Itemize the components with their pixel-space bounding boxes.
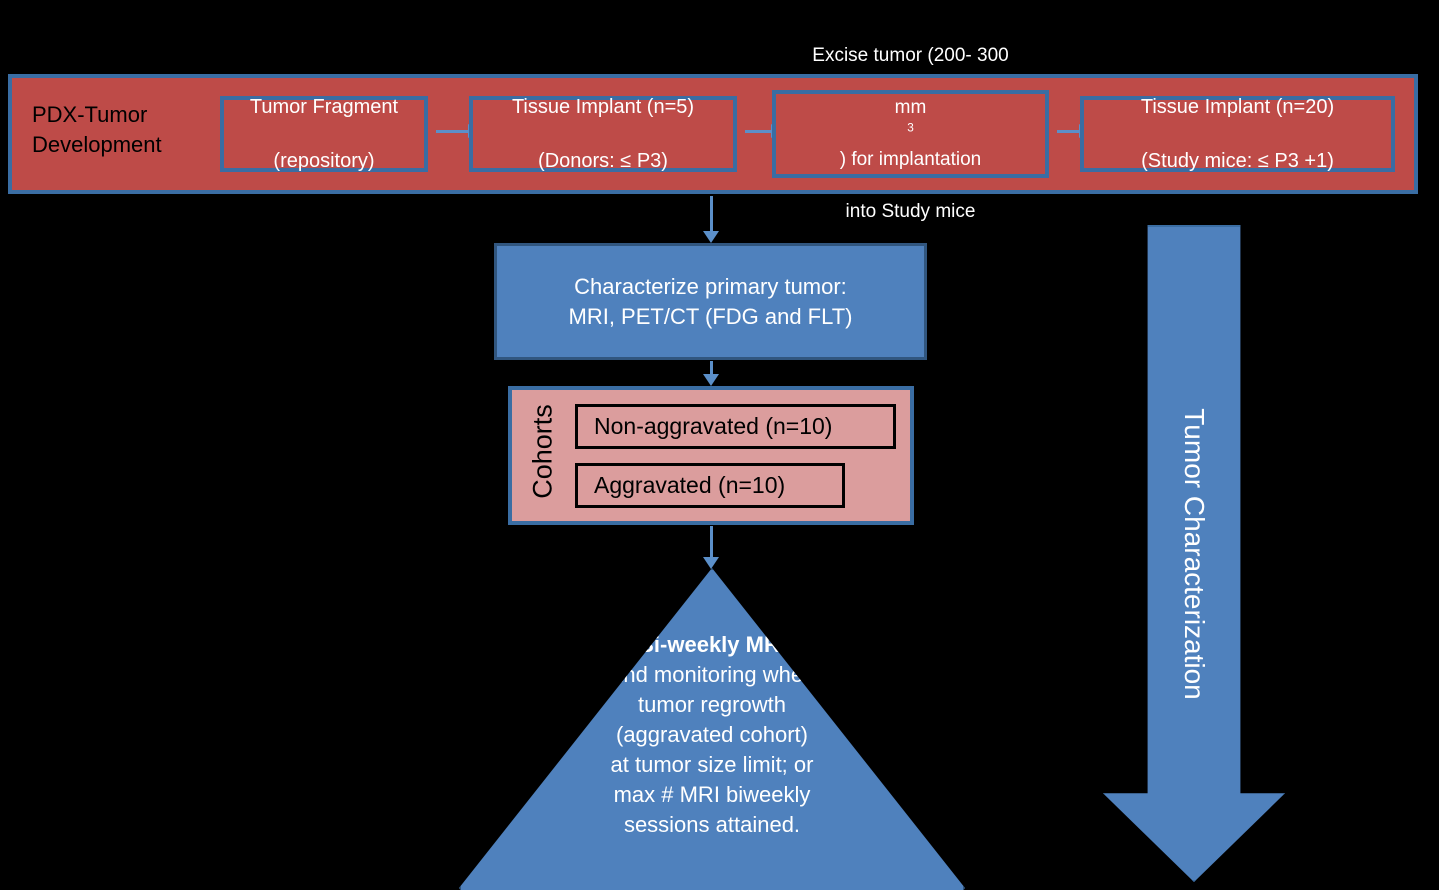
diamond-line-4: at tumor size limit; or [610, 752, 814, 777]
tumor-characterization-arrow: Tumor Characterization [1103, 225, 1285, 882]
cohorts-group: Cohorts Non-aggravated (n=10) Aggravated… [508, 386, 914, 525]
diamond-line-6: sessions attained. [623, 812, 801, 837]
cohort-item-aggravated-label: Aggravated (n=10) [594, 472, 786, 498]
cohorts-label: Cohorts [527, 404, 558, 499]
box-tumor-fragment-line1: Tumor Fragment [249, 95, 399, 118]
cohort-item-non-aggravated-label: Non-aggravated (n=10) [594, 413, 833, 439]
box-tissue-implant-donors-line2: (Donors: ≤ P3) [538, 149, 668, 172]
diamond-text-block: Bi-weekly MRI End monitoring when tumor … [461, 630, 963, 840]
box-tissue-implant-donors-line1: Tissue Implant (n=5) [511, 95, 695, 118]
characterize-line1: Characterize primary tumor: [574, 273, 847, 299]
arrow-fragment-to-implant1 [436, 124, 480, 138]
cohort-item-aggravated[interactable]: Aggravated (n=10) [575, 463, 845, 508]
diamond-line-3: (aggravated cohort) [616, 722, 808, 747]
tumor-characterization-label: Tumor Characterization [1179, 407, 1210, 700]
box-tissue-implant-study-line2: (Study mice: ≤ P3 +1) [1141, 149, 1334, 172]
box-tumor-fragment-line2: (repository) [273, 149, 375, 172]
box-excise-tumor-line2-post: ) for implantation [839, 149, 982, 170]
arrow-cohorts-to-diamond [703, 526, 719, 569]
box-tumor-fragment[interactable]: Tumor Fragment (repository) [220, 96, 428, 172]
box-excise-tumor-line3: into Study mice [845, 201, 976, 222]
box-excise-tumor-superscript: 3 [907, 121, 914, 135]
banner-label: PDX-Tumor Development [32, 102, 162, 157]
cohort-item-non-aggravated[interactable]: Non-aggravated (n=10) [575, 404, 896, 449]
arrow-characterize-to-cohorts [703, 361, 719, 386]
pdx-tumor-development-banner: PDX-Tumor Development Tumor Fragment (re… [8, 45, 1418, 222]
box-excise-tumor-line1: Excise tumor (200- 300 [812, 45, 1009, 66]
diamond-line-2: tumor regrowth [638, 692, 786, 717]
arrow-excise-to-implant2 [1057, 124, 1091, 138]
arrow-banner-to-characterize [703, 196, 719, 243]
diamond-line-1: End monitoring when [608, 662, 816, 687]
box-tissue-implant-study[interactable]: Tissue Implant (n=20) (Study mice: ≤ P3 … [1080, 96, 1395, 172]
box-excise-tumor-line2-pre: mm [894, 97, 927, 118]
box-characterize-primary-tumor[interactable]: Characterize primary tumor: MRI, PET/CT … [494, 243, 927, 360]
decision-bi-weekly-mri[interactable]: Bi-weekly MRI End monitoring when tumor … [459, 568, 965, 890]
diamond-title: Bi-weekly MRI [638, 632, 786, 657]
box-tissue-implant-donors[interactable]: Tissue Implant (n=5) (Donors: ≤ P3) [469, 96, 737, 172]
box-excise-tumor[interactable]: Excise tumor (200- 300 mm 3 ) for implanta… [772, 45, 1049, 222]
box-tissue-implant-study-line1: Tissue Implant (n=20) [1140, 95, 1335, 118]
diamond-line-5: max # MRI biweekly [613, 782, 811, 807]
arrow-implant1-to-excise [745, 124, 783, 138]
characterize-line2: MRI, PET/CT (FDG and FLT) [568, 303, 853, 329]
